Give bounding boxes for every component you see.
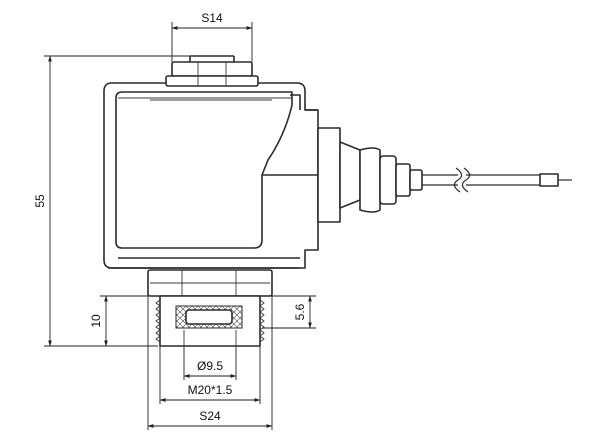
- dimension-55: 55: [33, 55, 190, 347]
- bottom-hex: [147, 269, 273, 297]
- label-thread: M20*1.5: [188, 383, 233, 397]
- cable-gland: [317, 127, 423, 223]
- label-diameter: Ø9.5: [197, 359, 223, 373]
- solenoid-coil-icon: [103, 82, 319, 269]
- dimension-s14: S14: [171, 11, 253, 62]
- dimension-bore-diameter: Ø9.5: [183, 346, 237, 380]
- top-hex-nut: [165, 55, 259, 87]
- label-55: 55: [33, 194, 47, 208]
- cable-icon: [422, 167, 572, 193]
- label-10: 10: [89, 314, 103, 328]
- dimension-10: 10: [89, 295, 148, 347]
- label-s14: S14: [201, 11, 223, 25]
- dimension-thread: M20*1.5: [159, 346, 261, 404]
- label-5-6: 5.6: [293, 303, 307, 320]
- dimension-5-6: 5.6: [262, 295, 316, 329]
- threaded-spigot: [155, 295, 265, 347]
- label-s24: S24: [199, 409, 221, 423]
- dimension-s24: S24: [147, 296, 273, 430]
